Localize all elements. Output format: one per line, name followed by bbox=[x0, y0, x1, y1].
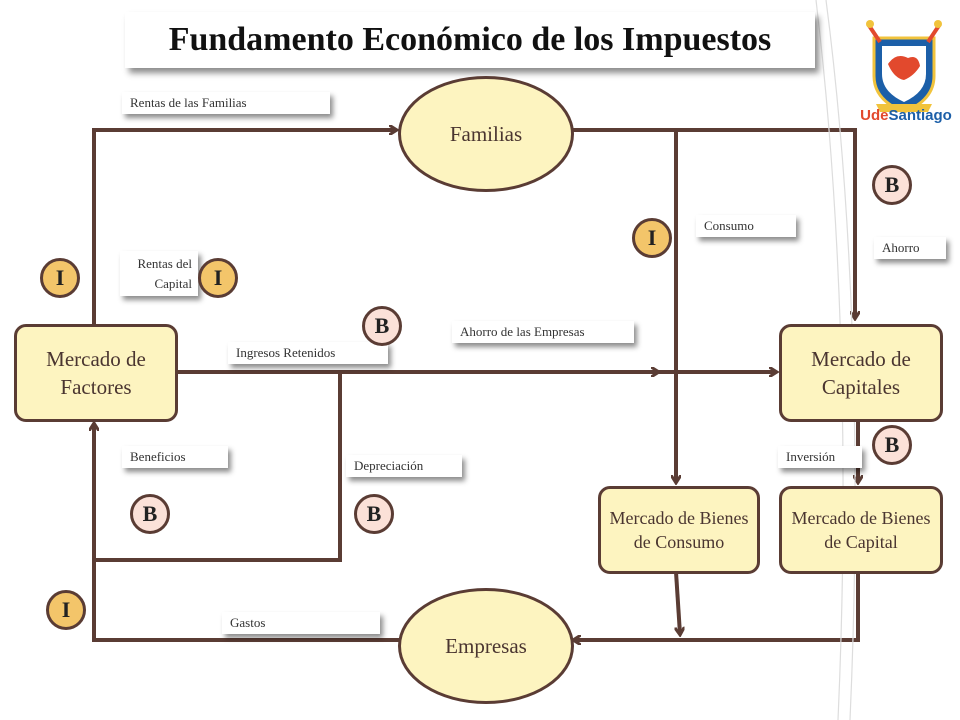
flow-rentas-familias bbox=[92, 130, 396, 324]
node-mercado-bienes-capital: Mercado de Bienes de Capital bbox=[779, 486, 943, 574]
flow-capital-empresas bbox=[574, 572, 860, 640]
label-ahorro-empresas: Ahorro de las Empresas bbox=[452, 321, 634, 343]
label-depreciacion: Depreciación bbox=[346, 455, 462, 477]
badge-i-consumo: I bbox=[632, 218, 672, 258]
node-empresas: Empresas bbox=[398, 588, 574, 704]
flow-depreciacion bbox=[94, 372, 342, 562]
university-wordmark: UdeSantiago bbox=[860, 107, 952, 124]
flow-consumo-empresas bbox=[674, 571, 680, 634]
label-beneficios: Beneficios bbox=[122, 446, 228, 468]
label-inversion: Inversión bbox=[778, 446, 862, 468]
node-mercado-factores: Mercado de Factores bbox=[14, 324, 178, 422]
label-rentas-capital: Rentas del Capital bbox=[120, 251, 198, 296]
university-shield-icon bbox=[866, 20, 942, 114]
badge-b-depreciacion: B bbox=[354, 494, 394, 534]
badge-i-rentas-capital: I bbox=[198, 258, 238, 298]
node-familias: Familias bbox=[398, 76, 574, 192]
node-mercado-capitales: Mercado de Capitales bbox=[779, 324, 943, 422]
flow-gastos bbox=[94, 424, 400, 642]
page-title: Fundamento Económico de los Impuestos bbox=[125, 12, 815, 68]
label-ahorro: Ahorro bbox=[874, 237, 946, 259]
label-consumo: Consumo bbox=[696, 215, 796, 237]
label-ingresos-retenidos: Ingresos Retenidos bbox=[228, 342, 388, 364]
badge-b-inversion: B bbox=[872, 425, 912, 465]
badge-i-factores: I bbox=[40, 258, 80, 298]
badge-i-gastos: I bbox=[46, 590, 86, 630]
badge-b-ingresos-retenidos: B bbox=[362, 306, 402, 346]
flow-ahorro bbox=[570, 128, 855, 318]
label-gastos: Gastos bbox=[222, 612, 380, 634]
badge-b-beneficios: B bbox=[130, 494, 170, 534]
label-rentas-familias: Rentas de las Familias bbox=[122, 92, 330, 114]
node-mercado-bienes-consumo: Mercado de Bienes de Consumo bbox=[598, 486, 760, 574]
badge-b-ahorro: B bbox=[872, 165, 912, 205]
